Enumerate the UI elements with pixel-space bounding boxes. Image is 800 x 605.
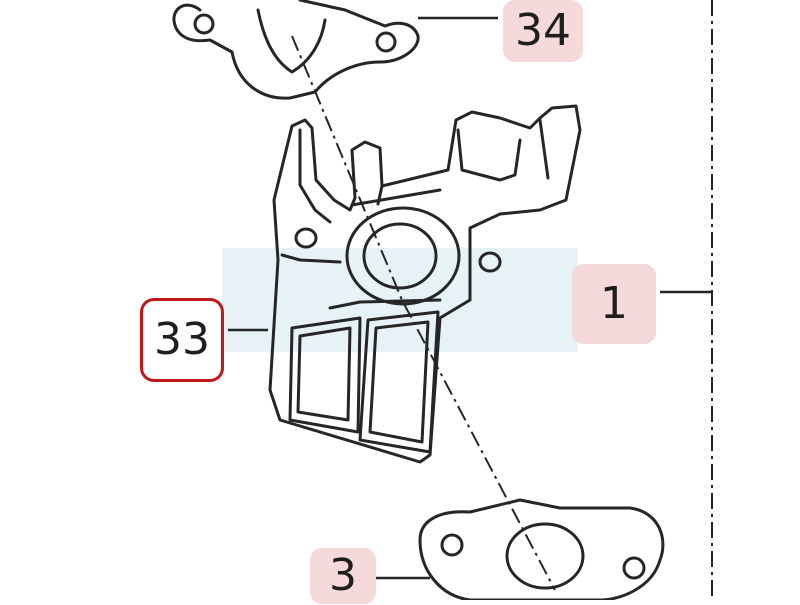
callout-3-label: 3	[329, 550, 357, 601]
callout-33-label: 33	[154, 314, 210, 365]
callout-33-highlighted: 33	[140, 298, 224, 382]
gasket-part-34	[172, 0, 420, 100]
callout-34: 34	[503, 0, 583, 62]
callout-34-label: 34	[515, 5, 571, 56]
assembly-axis-line	[291, 35, 556, 591]
gasket-part-3	[418, 498, 665, 602]
callout-3: 3	[310, 548, 376, 604]
callout-1: 1	[572, 264, 656, 344]
callout-1-label: 1	[600, 278, 628, 329]
